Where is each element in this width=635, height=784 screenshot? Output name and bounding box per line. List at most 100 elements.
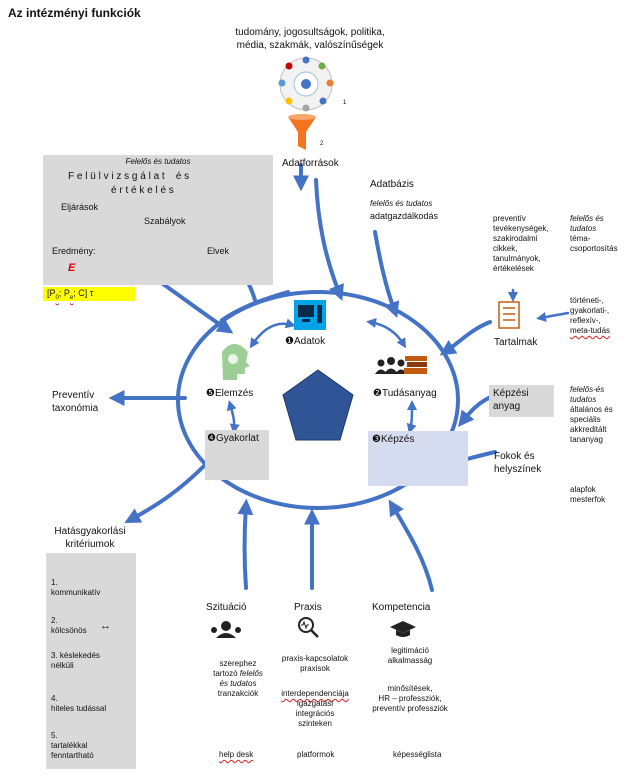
praxis-desc-1: praxis-kapcsolatok — [281, 654, 349, 663]
contents-list-item: szakirodalmi — [493, 234, 538, 243]
database-management: adatgazdálkodás — [370, 211, 439, 221]
competence-desc-1: legitimáció — [391, 646, 429, 655]
criterion-1: 1. kommunikatív — [51, 578, 100, 598]
situation-desc-2b: felelős — [239, 669, 263, 678]
training-material-desc: felelős-és tudatos általános és speciáli… — [570, 385, 613, 445]
criterion-5-text-2: fenntartható — [51, 751, 94, 760]
contents-list-item: értékelések — [493, 264, 534, 273]
training-material-label-1: Képzési — [493, 388, 529, 399]
formula-part-b: ; P — [58, 288, 70, 298]
level-item: mesterfok — [570, 495, 606, 504]
topic-resp-1: felelős és — [570, 214, 604, 223]
footnote-2: 2 — [320, 141, 324, 147]
praxis-label: Praxis — [294, 602, 322, 613]
training-desc-1: általános és — [570, 405, 613, 414]
training-resp-2: tudatos — [570, 395, 597, 404]
capability-list-label: képességlista — [393, 750, 442, 759]
criterion-4: 4. hiteles tudással — [51, 694, 106, 714]
criterion-3-text-2: nélküli — [51, 661, 74, 670]
training-desc-4: tananyag — [570, 435, 603, 444]
data-sources-label: Adatforrások — [282, 158, 339, 169]
criterion-4-num: 4. — [51, 694, 58, 703]
cycle-practice-label: ❹Gyakorlat — [207, 433, 259, 444]
criteria-box — [46, 553, 136, 769]
knowledge-type: történeti-, — [570, 296, 604, 305]
levels-list: alapfok mesterfok — [570, 485, 605, 505]
knowledge-type: meta-tudás — [570, 326, 611, 335]
competence-desc-4: HR – professziók, — [378, 694, 442, 703]
result-label: Eredmény: — [52, 246, 96, 256]
topic-resp-2: tudatos — [570, 224, 597, 233]
brain-head-icon — [222, 344, 250, 380]
situation-desc-3: és tudatos — [219, 679, 257, 688]
contents-list: preventív tevékenységek, szakirodalmi ci… — [493, 214, 563, 274]
criteria-title-1: Hatásgyakorlási — [54, 526, 126, 537]
criterion-2-text: kölcsönös — [51, 626, 87, 635]
criterion-1-text: kommunikatív — [51, 588, 101, 597]
levels-label-1: Fokok és — [494, 451, 535, 462]
result-e: E — [68, 262, 76, 274]
training-desc-2: speciális — [570, 415, 601, 424]
help-desk-label: help desk — [219, 750, 254, 759]
preventive-label-1: Preventív — [52, 390, 95, 401]
practice-box — [205, 430, 269, 480]
preventive-taxonomy: Preventív taxonómia — [52, 389, 98, 415]
knowledge-type: reflexív-, — [570, 316, 601, 325]
criterion-2: 2. kölcsönös — [51, 616, 87, 636]
preventive-label-2: taxonómia — [52, 403, 99, 414]
situation-desc-1: szerephez — [219, 659, 257, 668]
page-title: Az intézményi funkciók — [8, 6, 141, 20]
training-material-label-2: anyag — [493, 401, 521, 412]
competence-label: Kompetencia — [372, 602, 431, 613]
praxis-desc-3: interdependenciája — [281, 689, 349, 698]
people-icon — [375, 357, 407, 374]
criteria-title-2: kritériumok — [65, 539, 115, 550]
sources-domains: tudomány, jogosultságok, politika, média… — [200, 26, 420, 52]
competence-desc-5: preventív professziók — [372, 704, 448, 713]
contents-label: Tartalmak — [494, 337, 538, 348]
central-pentagon — [282, 369, 354, 441]
funnel-icon — [288, 114, 316, 150]
formula-part-c: ; C] τ — [73, 288, 94, 298]
cycle-training-label: ❸Képzés — [372, 434, 415, 445]
database-label: Adatbázis — [370, 179, 414, 190]
evaluation-resp: Felelős és tudatos — [125, 157, 191, 166]
contents-list-item: cikkek, — [493, 244, 518, 253]
search-pulse-icon — [298, 617, 319, 638]
formula-highlight: [P0; Pe; C] τ — [43, 287, 135, 301]
training-box — [368, 431, 468, 486]
criterion-2-num: 2. — [51, 616, 58, 625]
sources-domains-line1: tudomány, jogosultságok, politika, — [235, 27, 385, 38]
knowledge-types: történeti-, gyakorlati-, reflexív-, meta… — [570, 296, 610, 336]
criterion-1-num: 1. — [51, 578, 58, 587]
competence-desc-lower: minősítések, HR – professziók, preventív… — [360, 684, 460, 714]
formula-sub-1: 0 — [55, 294, 59, 301]
database-resp: felelős és tudatos — [370, 199, 433, 208]
cycle-knowledge-label: ❷Tudásanyag — [373, 388, 437, 399]
contents-list-item: tevékenységek, — [493, 224, 549, 233]
praxis-desc-5: integrációs — [295, 709, 335, 718]
training-material-box: Képzési anyag — [489, 385, 554, 417]
data-sources-ring-icon — [278, 56, 334, 112]
principles-label: Elvek — [207, 246, 230, 256]
formula-part-a: [P — [47, 288, 56, 298]
knowledge-type: gyakorlati-, — [570, 306, 610, 315]
evaluation-title-2: é r t é k e l é s — [111, 185, 174, 196]
topic-label-2: csoportosítás — [570, 244, 618, 253]
praxis-desc-lower: interdependenciája igazgatási integráció… — [270, 689, 360, 729]
clipboard-list-icon — [498, 301, 520, 329]
situation-label: Szituáció — [206, 602, 247, 613]
situation-people-icon — [211, 621, 241, 638]
cycle-data-label: ❶Adatok — [285, 336, 326, 347]
criteria-title: Hatásgyakorlási kritériumok — [44, 525, 136, 551]
criterion-5-text-1: tartalékkal — [51, 741, 88, 750]
criterion-3: 3. késlekedés nélküli — [51, 651, 100, 671]
sources-domains-line2: média, szakmák, valószínűségek — [236, 40, 384, 51]
rules-label: Szabályok — [144, 216, 186, 226]
level-item: alapfok — [570, 485, 596, 494]
praxis-desc: praxis-kapcsolatok praxisok — [270, 654, 360, 674]
mutual-arrow-icon: ↔ — [100, 620, 111, 632]
levels-label-2: helyszínek — [494, 464, 542, 475]
criterion-5: 5. tartalékkal fenntartható — [51, 731, 94, 761]
contents-list-item: tanulmányok, — [493, 254, 541, 263]
